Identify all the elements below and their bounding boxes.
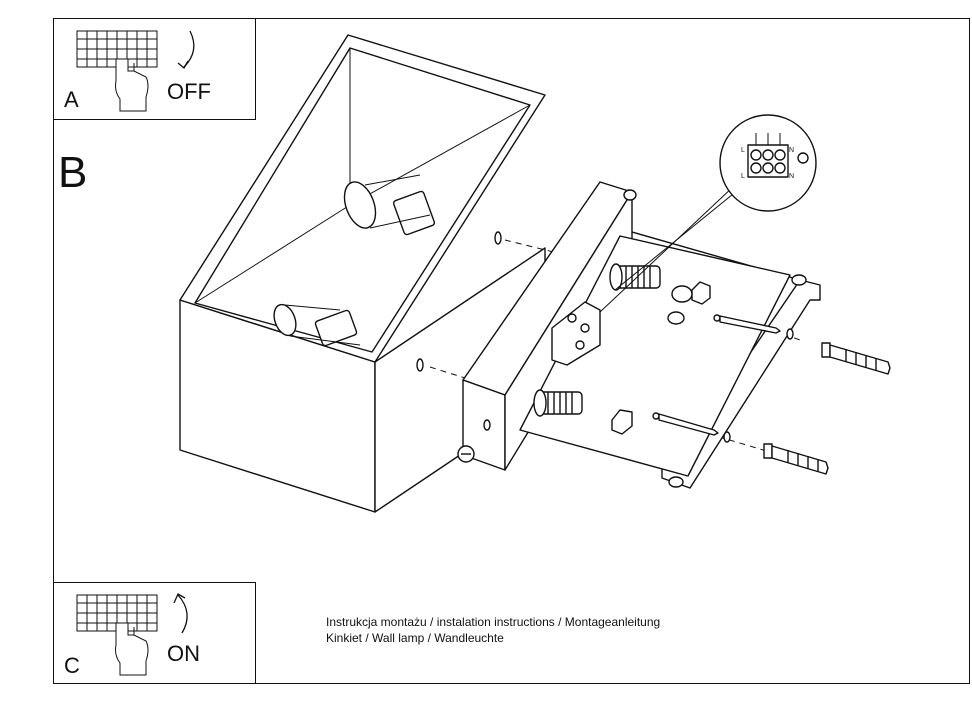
lamp-housing xyxy=(179,34,546,513)
terminal-label: L xyxy=(741,173,745,180)
arrow-up-icon xyxy=(177,594,188,634)
ground-symbol-icon xyxy=(797,152,809,164)
nut xyxy=(611,409,633,435)
panel-c-switch-on: C ON xyxy=(53,582,256,684)
off-label: OFF xyxy=(167,79,211,104)
screw xyxy=(713,314,781,334)
caption-line-2: Kinkiet / Wall lamp / Wandleuchte xyxy=(326,631,504,645)
breaker-switch-icon xyxy=(76,30,195,112)
ground-clip xyxy=(671,285,693,303)
threaded-nipple xyxy=(533,389,583,417)
terminal-label: N xyxy=(789,173,794,180)
caption-line-1: Instrukcja montażu / instalation instruc… xyxy=(326,615,661,629)
wall-anchor xyxy=(763,443,829,475)
terminal-label: L xyxy=(741,147,745,154)
panel-a-switch-off: A OFF xyxy=(53,18,256,120)
wiring-detail-inset: L L N N xyxy=(719,114,817,212)
wall-anchor xyxy=(821,342,891,375)
nut xyxy=(691,281,711,305)
screw xyxy=(652,412,719,436)
threaded-nipple xyxy=(609,263,661,291)
terminal-label: N xyxy=(789,147,794,154)
terminal-block xyxy=(551,301,601,366)
ground-clip xyxy=(667,311,685,325)
wall-bracket xyxy=(519,231,821,489)
panel-c-letter: C xyxy=(64,653,80,678)
panel-b-letter: B xyxy=(58,148,88,197)
page-border xyxy=(53,18,970,684)
panel-a-letter: A xyxy=(64,87,79,112)
breaker-switch-icon xyxy=(76,593,188,676)
on-label: ON xyxy=(167,641,200,666)
